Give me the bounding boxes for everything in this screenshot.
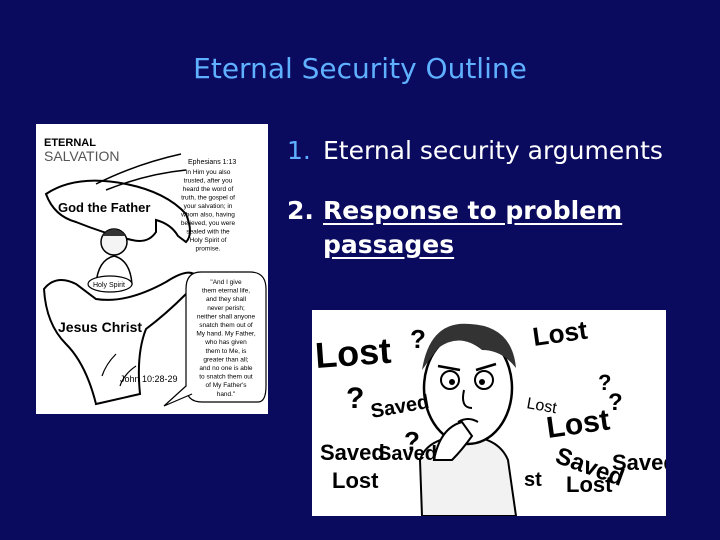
figure-label: Holy Spirit [93,282,125,289]
text-line: neither shall anyone [197,313,256,320]
text-line: hand." [217,391,236,398]
text-line: snatch them out of [199,322,253,329]
quote-bubble [185,271,267,403]
text-line: to snatch them out [199,374,253,381]
text-line: trusted, after you [184,178,233,185]
cartoon-word: ? [598,370,611,395]
hands-illustration: ETERNAL SALVATION God the Father Holy Sp… [36,124,268,414]
item-number: 1. [287,136,311,165]
text-line: and no one is able [199,365,253,372]
cartoon-word: Saved [378,443,437,465]
item-text: Response to problem passages [323,196,623,259]
cartoon-word: Lost [566,472,613,497]
text-line: them to Me, is [206,348,248,355]
text-line: believed, you were [181,220,236,227]
illustration-header-2: SALVATION [44,148,119,164]
text-line: promise. [196,246,221,253]
text-line: never perish; [207,305,245,312]
text-line: whom also, having [180,212,235,219]
cartoon-word: Saved [369,391,431,423]
upper-hand-icon [44,179,191,244]
cartoon-word: Lost [314,330,393,376]
cartoon-word: ? [346,382,364,415]
text-line: "And I give [210,279,242,286]
cartoon-word: ? [608,389,623,416]
text-line: them eternal life, [202,288,250,295]
confused-man-icon [418,323,518,516]
cartoon-word: st [524,469,542,491]
quote-ref: John 10:28-29 [120,374,178,384]
cartoon-word: ? [410,324,426,354]
text-line: Holy Spirit of [190,237,227,244]
cartoon-word: ? [404,426,420,456]
lower-hand-icon [42,271,196,406]
outline-list: 1. Eternal security arguments 2. Respons… [287,134,707,262]
item-text: Eternal security arguments [323,136,663,165]
slide-title: Eternal Security Outline [193,52,527,85]
cartoon-word: Saved [320,440,385,465]
outline-item-1: 1. Eternal security arguments [287,134,707,168]
text-line: sealed with the [186,229,230,236]
cartoon-word: Lost [525,395,558,417]
illustration-header-1: ETERNAL [44,137,96,149]
lower-hand-label: Jesus Christ [58,319,142,335]
text-line: greater than all; [203,356,248,363]
cartoon-word: Lost [332,468,379,493]
cartoon-word: Saved [612,450,666,475]
item-number: 2. [287,196,314,225]
cartoon-word: Lost [531,315,590,352]
text-line: heard the word of [183,186,234,193]
outline-item-2: 2. Response to problem passages [287,194,707,262]
verse-ref: Ephesians 1:13 [188,159,236,166]
text-line: truth, the gospel of [181,195,235,202]
text-line: My hand. My Father, [196,331,255,338]
text-line: your salvation; in [184,203,233,210]
upper-hand-label: God the Father [58,200,150,215]
text-line: In Him you also [186,169,231,176]
text-line: of My Father's [206,382,248,389]
text-line: and they shall [206,296,247,303]
verse-box: Ephesians 1:13 In Him you also trusted, a… [180,159,236,253]
text-line: who has given [204,339,247,346]
